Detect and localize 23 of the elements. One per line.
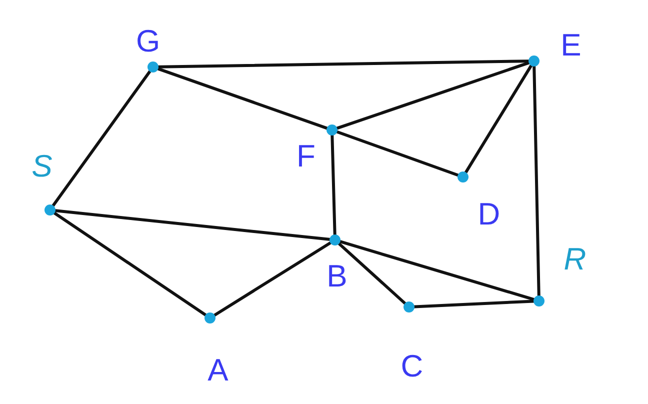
- vertex-label: R: [564, 244, 586, 274]
- vertex-label: A: [208, 354, 228, 386]
- vertex-label: B: [326, 260, 348, 292]
- edge-line: [156, 67, 328, 130]
- edge-line: [336, 130, 460, 177]
- edge-line: [53, 212, 207, 316]
- edge-line: [338, 240, 536, 301]
- edge-line: [336, 61, 530, 130]
- vertex-label: F: [296, 140, 316, 172]
- edge-line: [54, 209, 332, 241]
- vertex-label: C: [400, 350, 424, 382]
- edge-line: [338, 242, 406, 305]
- edge-line: [52, 70, 152, 208]
- edge-line: [464, 64, 533, 174]
- edge-line: [413, 300, 535, 308]
- vertex-label: E: [560, 30, 582, 60]
- vertex-label: D: [478, 198, 500, 230]
- edge-line: [213, 241, 332, 317]
- vertex-label: S: [32, 150, 52, 182]
- vertex-label: G: [136, 26, 160, 56]
- edge-line: [532, 65, 540, 297]
- edge-line: [330, 134, 336, 236]
- edge-line: [157, 60, 530, 68]
